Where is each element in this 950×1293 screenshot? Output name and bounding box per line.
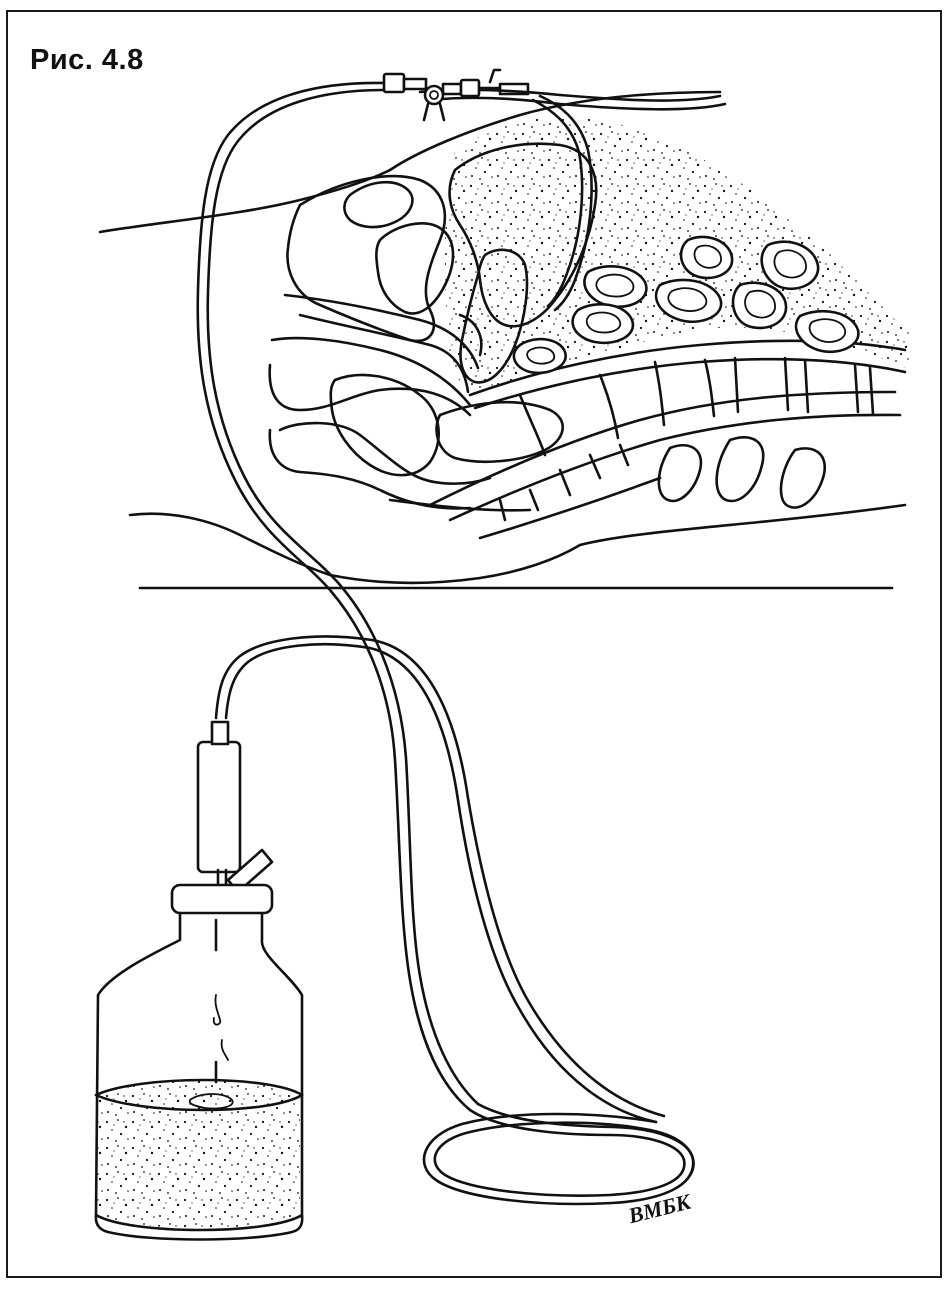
stopcock-valve — [384, 70, 528, 120]
collection-bottle — [90, 722, 310, 1245]
bladder — [287, 176, 453, 341]
collected-fluid — [90, 1075, 310, 1245]
bottle-connector — [198, 742, 240, 872]
bottle-stopper — [172, 885, 272, 913]
